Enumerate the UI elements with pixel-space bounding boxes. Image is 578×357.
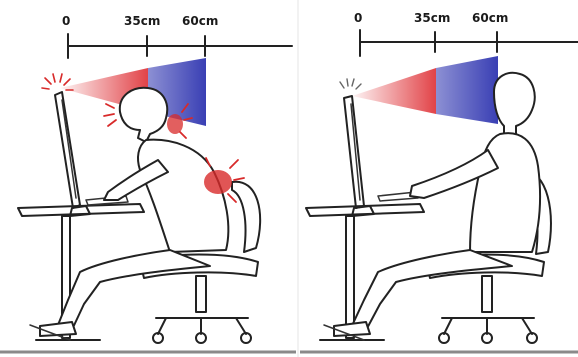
panel-good-posture: 0 35cm 60cm — [300, 11, 578, 352]
monitor-glare-icon — [340, 79, 361, 89]
scale-label-origin: 0 — [354, 11, 362, 25]
monitor — [55, 92, 90, 216]
scale-label-near: 35cm — [124, 14, 160, 28]
scale-label-origin: 0 — [62, 14, 70, 28]
distance-scale: 0 35cm 60cm — [62, 14, 292, 58]
scale-label-far: 60cm — [182, 14, 218, 28]
far-viewing-zone — [436, 56, 498, 124]
scale-label-near: 35cm — [414, 11, 450, 25]
panel-bad-posture: 0 35cm 60cm — [0, 14, 296, 352]
monitor — [344, 96, 374, 216]
strain-marker-head — [104, 104, 116, 126]
near-viewing-zone — [352, 68, 436, 114]
distance-scale: 0 35cm 60cm — [354, 11, 578, 56]
scale-label-far: 60cm — [472, 11, 508, 25]
